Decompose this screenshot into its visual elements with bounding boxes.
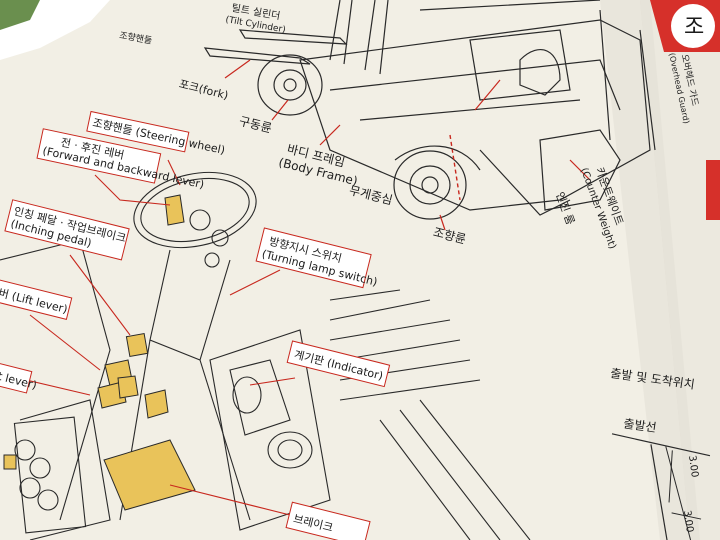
dimension-label-2: 3.00 (681, 510, 695, 534)
header-circle (671, 4, 715, 48)
gravity-line (449, 134, 461, 201)
corner-green-cover (0, 0, 40, 30)
left-pedal-knob (3, 454, 17, 470)
cab-leaders (4, 159, 311, 521)
inching-pedal-knob (125, 333, 149, 357)
spine-shadow (600, 0, 700, 540)
accelerator-pedal (103, 439, 196, 511)
start-line-label: 출발선 (623, 416, 658, 434)
yellow-controls (3, 194, 196, 511)
label-brake: 브레이크 (285, 501, 371, 540)
right-red-tab (706, 160, 720, 220)
forklift-illustration (203, 0, 656, 220)
cab-illustration (0, 171, 531, 540)
forklift-leaders (224, 59, 591, 231)
corner-heading: 조 (684, 15, 704, 40)
fwd-back-lever-knob (164, 194, 185, 226)
brake-knob (144, 389, 169, 419)
dimension-label-1: 3.00 (686, 455, 700, 479)
